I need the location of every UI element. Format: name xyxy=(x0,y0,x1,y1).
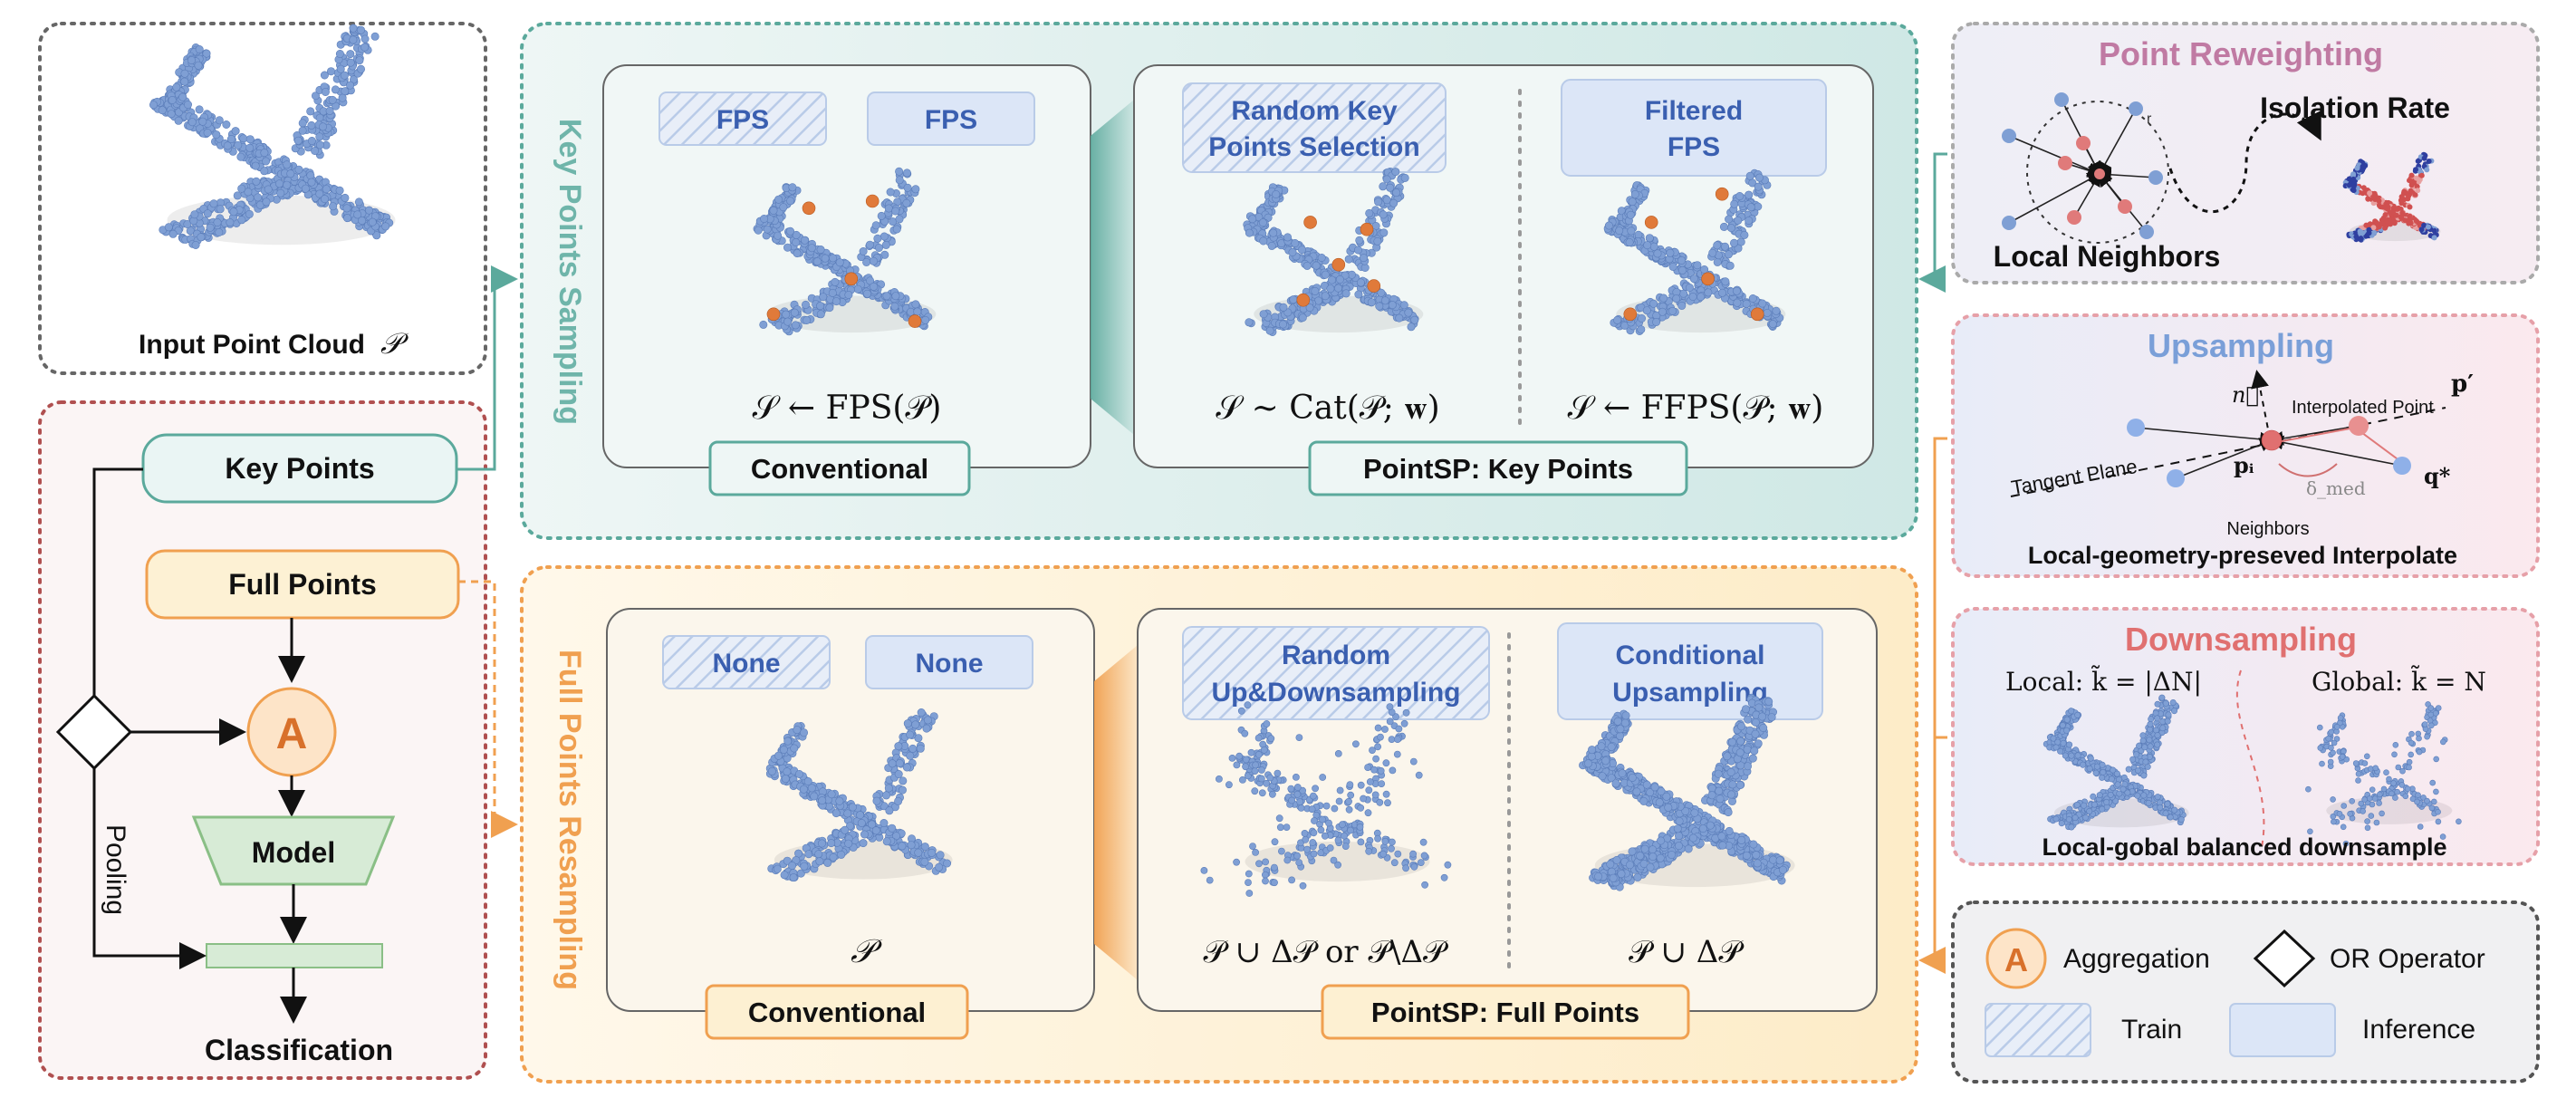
key-to-sampling-connector xyxy=(457,265,518,471)
key-pointsp-inference-tag xyxy=(1561,79,1827,177)
key-conventional-airplane xyxy=(753,167,937,336)
feature-vector xyxy=(206,943,383,968)
full-points-node xyxy=(145,549,460,620)
tangent-plane-line xyxy=(2010,407,2446,497)
legend-aggregation-label: Aggregation xyxy=(2063,944,2210,974)
key-funnel xyxy=(1091,100,1134,435)
key-pointsp-train-line2: Points Selection xyxy=(1208,132,1419,162)
key-conventional-train-label: FPS xyxy=(716,105,769,135)
full-pointsp-badge xyxy=(1321,984,1690,1040)
full-pointsp-inference-line2: Upsampling xyxy=(1612,678,1768,708)
key-pointsp-badge xyxy=(1308,440,1688,496)
full-resampling-title: Full Points Resampling xyxy=(553,650,587,990)
classification-label: Classification xyxy=(205,1034,393,1066)
interpolated-point-label: Interpolated Point xyxy=(2292,398,2434,418)
legend-inference-label: Inference xyxy=(2362,1015,2475,1045)
key-conventional-inference-label: FPS xyxy=(925,105,977,135)
full-conventional-airplane xyxy=(765,708,953,882)
upsampling-title: Upsampling xyxy=(2148,327,2334,364)
full-conventional-inference-tag xyxy=(865,635,1033,689)
neighbors-label: Neighbors xyxy=(2226,519,2309,539)
legend-or-icon xyxy=(2253,929,2316,988)
key-pointsp-inference-line2: FPS xyxy=(1668,132,1720,162)
legend-aggregation-symbol: A xyxy=(2004,941,2028,978)
input-airplane-point-cloud xyxy=(149,24,396,249)
full-pointsp-train-line1: Random xyxy=(1282,640,1390,670)
reweighting-connector xyxy=(1918,152,1947,293)
p-prime-label: 𝐩′ xyxy=(2451,371,2474,398)
full-pointsp-inference-formula: 𝒫 ∪ Δ𝒫 xyxy=(1629,934,1744,970)
full-conventional-badge xyxy=(705,984,969,1040)
global-downsampled-airplane xyxy=(2305,701,2462,847)
upsampling-connector xyxy=(1918,437,1947,974)
p-i-label: 𝐩ᵢ xyxy=(2234,452,2254,478)
model-label: Model xyxy=(252,836,335,869)
full-upsampled-airplane xyxy=(1579,693,1795,891)
key-conventional-inference-tag xyxy=(867,92,1035,146)
key-conventional-badge-label: Conventional xyxy=(751,453,928,485)
legend-or-label: OR Operator xyxy=(2330,944,2485,974)
aggregation-symbol: A xyxy=(276,710,308,758)
full-random-airplane xyxy=(1200,701,1452,897)
radius-label: r xyxy=(2147,111,2152,127)
key-pointsp-inference-formula: 𝒮 ← FFPS(𝒫; 𝐰) xyxy=(1568,390,1824,427)
full-pointsp-train-formula: 𝒫 ∪ Δ𝒫 or 𝒫\Δ𝒫 xyxy=(1203,934,1448,970)
full-points-label: Full Points xyxy=(228,568,377,601)
full-pointsp-badge-label: PointSP: Full Points xyxy=(1371,997,1639,1028)
upsampling-panel xyxy=(1951,313,2540,578)
full-pointsp-train-tag xyxy=(1182,626,1490,720)
pooling-arrow xyxy=(92,768,207,969)
key-conventional-badge xyxy=(708,440,971,496)
full-pointsp-inference-line1: Conditional xyxy=(1616,640,1765,670)
key-pointsp-train-tag xyxy=(1182,82,1447,173)
downsampling-title: Downsampling xyxy=(2125,621,2357,658)
neighborhood-circle xyxy=(2026,101,2169,244)
legend-train-label: Train xyxy=(2121,1015,2182,1045)
reweighted-airplane xyxy=(2342,151,2441,243)
global-k-label: Global: k̃ = N xyxy=(2312,665,2486,697)
local-downsampled-airplane xyxy=(2043,694,2189,831)
full-conventional-badge-label: Conventional xyxy=(748,997,926,1028)
legend-panel xyxy=(1951,901,2540,1084)
reweighting-arrow xyxy=(2168,110,2321,214)
isolation-rate-label: Isolation Rate xyxy=(2260,92,2450,124)
key-ffps-airplane xyxy=(1603,169,1786,335)
key-sampling-title: Key Points Sampling xyxy=(553,119,587,425)
key-to-diamond-line xyxy=(92,467,143,696)
full-pointsp-train-line2: Up&Downsampling xyxy=(1212,678,1461,708)
downsampling-caption: Local-gobal balanced downsample xyxy=(2042,833,2446,861)
legend-train-swatch xyxy=(1985,1003,2091,1057)
key-points-label: Key Points xyxy=(225,452,374,485)
q-star-label: 𝐪* xyxy=(2424,463,2451,489)
full-conventional-inference-label: None xyxy=(916,649,984,679)
delta-med-label: δ_med xyxy=(2306,477,2366,499)
key-pointsp-inference-line1: Filtered xyxy=(1645,96,1743,126)
model-node xyxy=(191,815,396,886)
key-conventional-formula: 𝒮 ← FPS(𝒫) xyxy=(753,390,942,427)
input-label: Input Point Cloud xyxy=(139,330,365,360)
legend-inference-swatch xyxy=(2229,1003,2336,1057)
key-pointsp-train-line1: Random Key xyxy=(1231,96,1398,126)
legend-aggregation-icon xyxy=(1985,928,2047,989)
upsampling-neighbor-graph xyxy=(2127,416,2411,487)
key-pointsp-badge-label: PointSP: Key Points xyxy=(1363,453,1633,485)
upsampling-caption: Local-geometry-preseved Interpolate xyxy=(2028,542,2457,569)
normal-vector xyxy=(2251,370,2271,439)
key-random-airplane xyxy=(1243,168,1424,336)
pooling-label: Pooling xyxy=(101,824,130,915)
full-conventional-train-tag xyxy=(662,635,831,689)
reweighting-neighbor-graph xyxy=(2002,92,2163,239)
full-pointsp-inference-tag xyxy=(1557,622,1823,720)
normal-label: n⃗ xyxy=(2232,382,2259,408)
reweighting-title: Point Reweighting xyxy=(2099,35,2383,72)
key-pointsp-train-formula: 𝒮 ∼ Cat(𝒫; 𝐰) xyxy=(1216,390,1439,427)
local-neighbors-label: Local Neighbors xyxy=(1994,240,2221,273)
delta-brace xyxy=(2278,463,2338,477)
full-to-resampling-connector xyxy=(458,580,518,838)
full-funnel xyxy=(1094,645,1138,980)
key-conventional-train-tag xyxy=(658,92,827,146)
full-conventional-train-label: None xyxy=(713,649,781,679)
local-k-label: Local: k̃ = |ΔN| xyxy=(2005,665,2202,697)
